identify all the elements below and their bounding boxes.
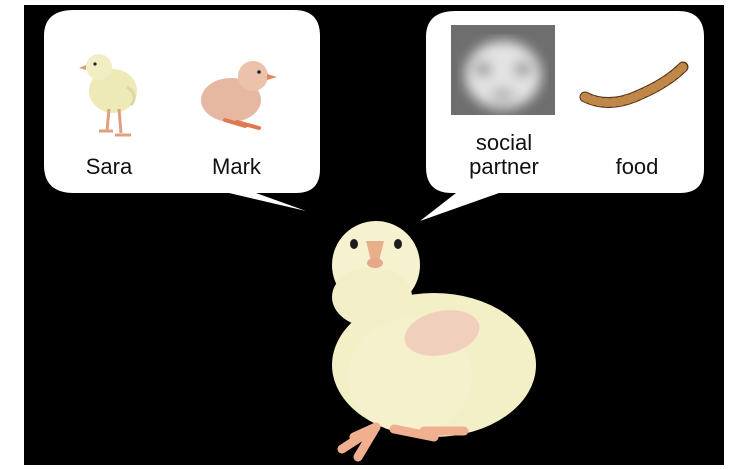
figure-canvas: Sara Mark social partner food [24, 5, 724, 465]
label-social: social [454, 131, 554, 155]
main-chick-icon [314, 205, 554, 463]
label-partner: partner [454, 155, 554, 179]
pink-chick-icon [189, 50, 284, 135]
blurred-face-icon [451, 25, 555, 115]
mealworm-icon [579, 57, 699, 113]
yellow-chick-icon [69, 43, 149, 143]
label-mark: Mark [199, 155, 274, 179]
label-sara: Sara [79, 155, 139, 179]
label-food: food [602, 155, 672, 179]
